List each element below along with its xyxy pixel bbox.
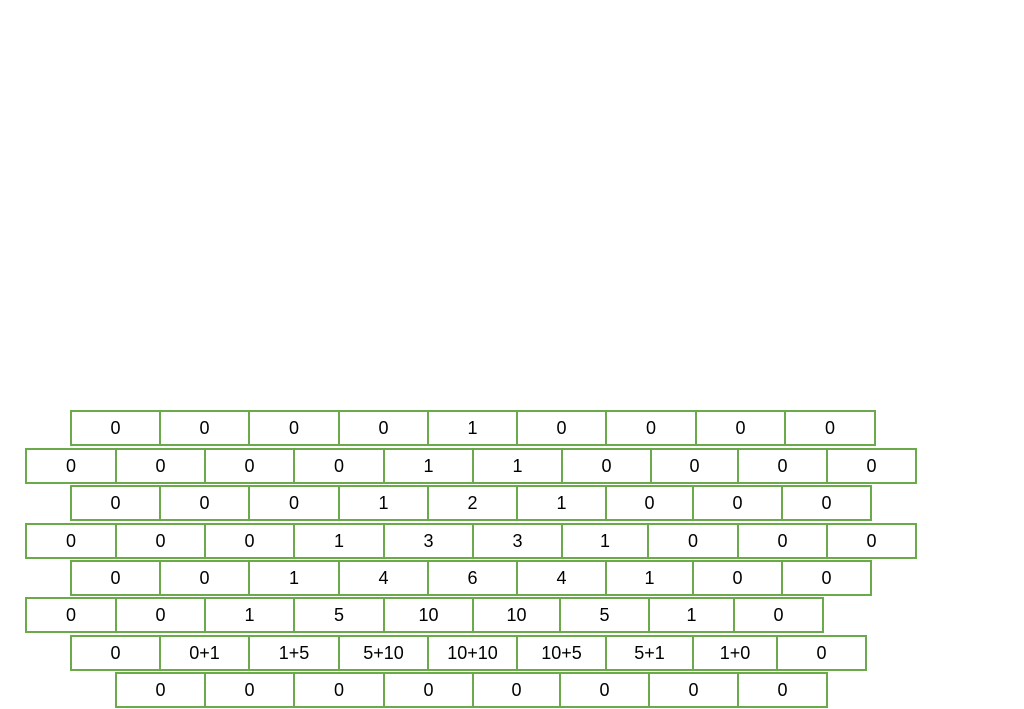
brick: 0: [781, 560, 872, 596]
brick: 0: [733, 597, 824, 633]
brick: 1: [427, 410, 518, 446]
brick: 5: [293, 597, 385, 633]
brick: 3: [472, 523, 563, 559]
brick: 0: [293, 448, 385, 484]
brick: 1+5: [248, 635, 340, 671]
brick: 0: [70, 560, 161, 596]
brick: 0: [248, 485, 340, 521]
brick: 4: [338, 560, 429, 596]
brick: 0: [826, 523, 917, 559]
brick: 0: [776, 635, 867, 671]
brick: 2: [427, 485, 518, 521]
brick: 0: [115, 523, 206, 559]
brick: 0: [293, 672, 385, 708]
brick: 0: [737, 523, 828, 559]
brick: 0: [70, 635, 161, 671]
brick: 0: [605, 410, 697, 446]
brick: 0: [605, 485, 694, 521]
brick: 3: [383, 523, 474, 559]
brick: 1: [383, 448, 474, 484]
brick: 0: [338, 410, 429, 446]
brick: 0: [826, 448, 917, 484]
brick: 5+10: [338, 635, 429, 671]
brick: 0: [561, 448, 652, 484]
brick: 1+0: [692, 635, 778, 671]
brick: 0: [204, 448, 295, 484]
brick: 6: [427, 560, 518, 596]
brick: 0+1: [159, 635, 250, 671]
brick: 0: [648, 672, 739, 708]
brick: 0: [383, 672, 474, 708]
brick: 0: [472, 672, 561, 708]
brick: 0: [115, 597, 206, 633]
brick: 1: [516, 485, 607, 521]
brick: 0: [25, 523, 117, 559]
brick: 0: [559, 672, 650, 708]
brick: 1: [338, 485, 429, 521]
brick: 0: [650, 448, 739, 484]
brick: 0: [70, 485, 161, 521]
brick: 0: [159, 485, 250, 521]
brick: 1: [561, 523, 649, 559]
brick: 0: [204, 523, 295, 559]
brick: 0: [784, 410, 876, 446]
brick: 10+5: [516, 635, 607, 671]
brick: 0: [695, 410, 786, 446]
brick: 1: [472, 448, 563, 484]
brick: 1: [248, 560, 340, 596]
brick: 0: [115, 672, 206, 708]
brick: 0: [516, 410, 607, 446]
brick: 0: [781, 485, 872, 521]
brick: 10: [472, 597, 561, 633]
brick: 4: [516, 560, 607, 596]
brick: 1: [204, 597, 295, 633]
brick: 0: [737, 448, 828, 484]
brick: 0: [70, 410, 161, 446]
brick: 0: [204, 672, 295, 708]
brick: 10+10: [427, 635, 518, 671]
brick: 1: [648, 597, 735, 633]
brick: 5: [559, 597, 650, 633]
brick: 0: [737, 672, 828, 708]
brick: 0: [159, 560, 250, 596]
brick: 0: [25, 597, 117, 633]
brick: 0: [248, 410, 340, 446]
brick: 1: [605, 560, 694, 596]
brick: 1: [293, 523, 385, 559]
brick: 0: [159, 410, 250, 446]
brick: 0: [115, 448, 206, 484]
brick: 0: [25, 448, 117, 484]
brick: 0: [692, 485, 783, 521]
brick: 0: [692, 560, 783, 596]
brick: 0: [647, 523, 739, 559]
brick: 10: [383, 597, 474, 633]
brick: 5+1: [605, 635, 694, 671]
